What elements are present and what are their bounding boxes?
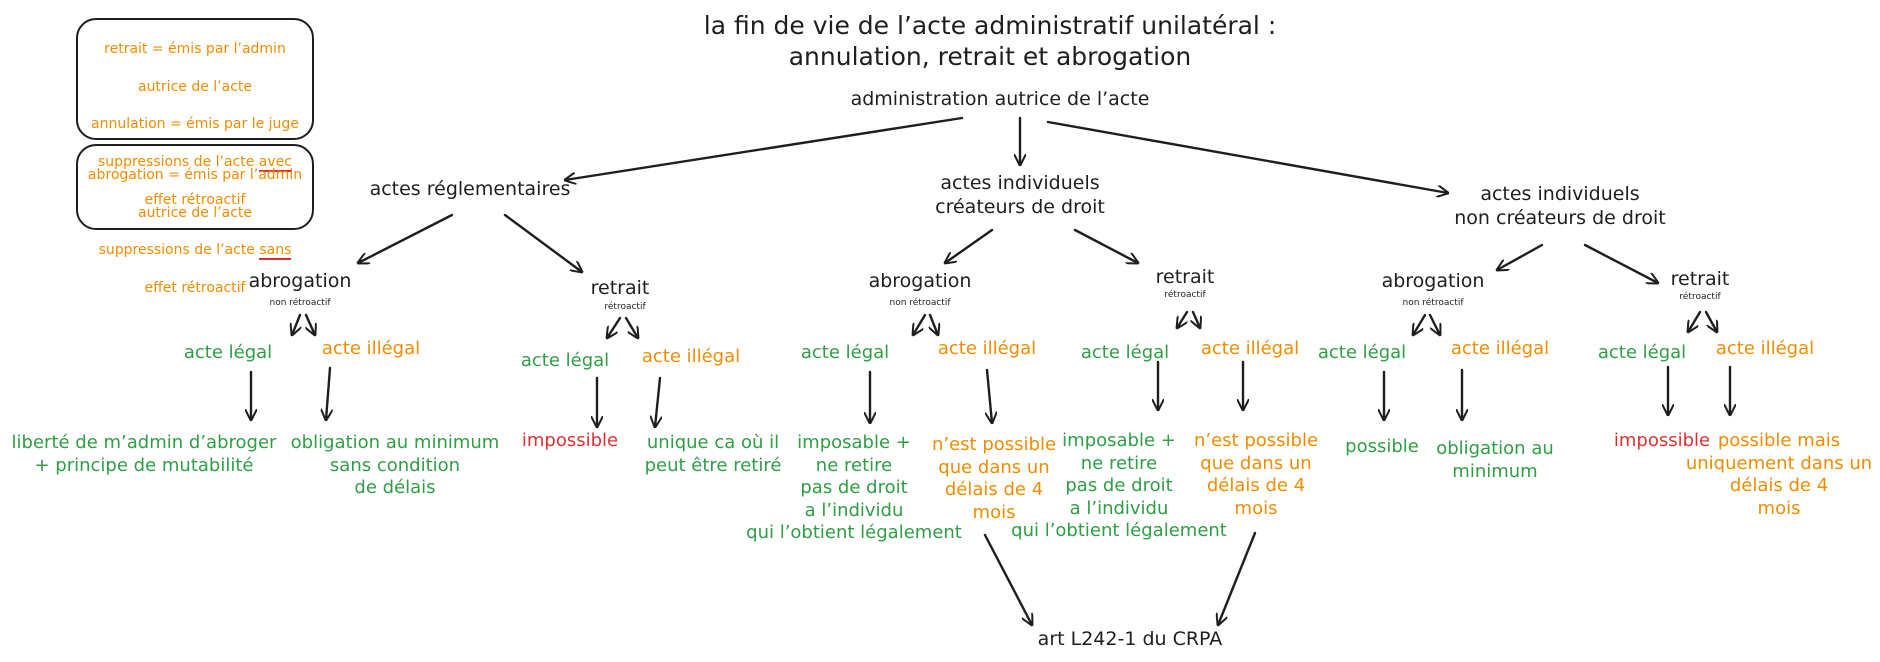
mode-reg-retrait-sub: rétroactif xyxy=(604,302,646,312)
arrow-reg-abro-illegal-outcome xyxy=(326,366,330,420)
mode-nc-abrogation-sub: non rétroactif xyxy=(1402,298,1464,308)
legend-box-abrogation xyxy=(76,144,314,230)
outcome-reg-ret-legal: impossible xyxy=(521,430,619,451)
root-node: administration autrice de l’acte xyxy=(850,88,1150,110)
outcome-nc-abro-legal: possible xyxy=(1345,436,1419,457)
legend1-line2: autrice de l’acte xyxy=(137,78,253,95)
arrow-nc-to-retrait xyxy=(1583,243,1658,283)
case-reg-abro-legal: acte légal xyxy=(183,342,273,363)
arrow-nc-ret-illegal xyxy=(1704,310,1717,332)
case-nc-ret-legal: acte légal xyxy=(1597,342,1687,363)
arrow-crea-to-abrogation xyxy=(945,228,994,263)
arrow-reg-ret-illegal xyxy=(624,316,638,338)
arrow-crea-ret-to-crpa xyxy=(1218,531,1257,625)
legend2-line3: suppressions de l’acte sans xyxy=(78,241,312,261)
legend-text-retrait-annulation: retrait = émis par l’admin autrice de l’… xyxy=(78,21,312,229)
arrow-crea-ret-legal xyxy=(1177,310,1189,328)
arrow-crea-to-retrait xyxy=(1073,228,1138,263)
arrow-crea-abro-illegal xyxy=(930,313,938,335)
arrow-crea-abro-illegal-outcome xyxy=(987,368,992,423)
case-reg-ret-legal: acte légal xyxy=(520,350,610,371)
legend1-line4-pre: suppressions de l’acte xyxy=(98,154,259,171)
category-createurs: actes individuels créateurs de droit xyxy=(935,172,1105,218)
diagram-title: la fin de vie de l’acte administratif un… xyxy=(703,11,1277,72)
mode-nc-abrogation: abrogation xyxy=(1381,270,1485,292)
legend2-line1: abrogation = émis par l’admin xyxy=(87,166,303,183)
arrow-reg-ret-legal xyxy=(607,316,622,338)
outcome-crea-abro-illegal: n’est possible que dans un délais de 4 m… xyxy=(931,434,1057,523)
case-nc-abro-illegal: acte illégal xyxy=(1450,338,1550,359)
legend2-line4: effet rétroactif xyxy=(144,280,246,297)
arrow-reg-abro-illegal xyxy=(304,313,315,335)
legend1-line1: retrait = émis par l’admin xyxy=(104,40,286,57)
mode-crea-retrait-sub: rétroactif xyxy=(1164,290,1206,300)
case-crea-abro-legal: acte légal xyxy=(800,342,890,363)
arrow-crea-ret-illegal xyxy=(1193,310,1200,328)
outcome-nc-abro-illegal: obligation au minimum xyxy=(1436,438,1554,482)
legend1-line3: annulation = émis par le juge xyxy=(91,116,299,133)
case-crea-ret-legal: acte légal xyxy=(1080,342,1170,363)
arrow-reg-to-retrait xyxy=(503,213,582,272)
legend1-line5: effet rétroactif xyxy=(144,192,246,209)
reference-crpa: art L242-1 du CRPA xyxy=(1037,628,1223,650)
arrow-nc-to-abrogation xyxy=(1497,243,1544,270)
legend-box-retrait-annulation xyxy=(76,18,314,140)
arrow-root-to-reglementaires xyxy=(565,116,964,180)
mode-crea-retrait: retrait xyxy=(1155,266,1215,288)
mode-crea-abrogation: abrogation xyxy=(868,270,972,292)
mode-nc-retrait: retrait xyxy=(1670,268,1730,290)
arrow-crea-abro-to-crpa xyxy=(983,533,1032,625)
legend2-line3-pre: suppressions de l’acte xyxy=(98,242,260,259)
outcome-reg-ret-illegal: unique ca où il peut être retiré xyxy=(644,432,782,476)
mode-nc-retrait-sub: rétroactif xyxy=(1679,292,1721,302)
arrow-reg-to-abrogation xyxy=(358,213,454,263)
legend-text-abrogation: abrogation = émis par l’admin autrice de… xyxy=(78,147,312,317)
case-reg-ret-illegal: acte illégal xyxy=(641,346,741,367)
case-nc-abro-legal: acte légal xyxy=(1317,342,1407,363)
outcome-nc-ret-illegal: possible mais uniquement dans un délais … xyxy=(1685,430,1873,519)
legend1-emphasis-avec: avec xyxy=(258,154,292,173)
mode-reg-abrogation: abrogation xyxy=(248,270,352,292)
mode-reg-retrait: retrait xyxy=(590,277,650,299)
mode-crea-abrogation-sub: non rétroactif xyxy=(889,298,951,308)
case-nc-ret-illegal: acte illégal xyxy=(1715,338,1815,359)
outcome-crea-ret-illegal: n’est possible que dans un délais de 4 m… xyxy=(1193,430,1319,519)
case-reg-abro-illegal: acte illégal xyxy=(321,338,421,359)
outcome-reg-abro-legal: liberté de m’admin d’abroger + principe … xyxy=(11,432,277,476)
outcome-reg-abro-illegal: obligation au minimum sans condition de … xyxy=(290,432,500,498)
legend2-line2: autrice de l’acte xyxy=(137,204,253,221)
arrow-crea-abro-legal xyxy=(913,313,927,335)
legend2-emphasis-sans: sans xyxy=(259,242,292,261)
legend1-line4: suppressions de l’acte avec xyxy=(78,153,312,173)
case-crea-ret-illegal: acte illégal xyxy=(1200,338,1300,359)
case-crea-abro-illegal: acte illégal xyxy=(937,338,1037,359)
arrow-nc-abro-illegal xyxy=(1428,313,1440,335)
arrow-reg-abro-legal xyxy=(292,313,300,335)
mode-reg-abrogation-sub: non rétroactif xyxy=(269,298,331,308)
arrow-root-to-non-createurs xyxy=(1046,120,1448,193)
category-non-createurs: actes individuels non créateurs de droit xyxy=(1454,183,1666,229)
outcome-crea-abro-legal: imposable + ne retire pas de droit a l’i… xyxy=(746,432,962,543)
outcome-nc-ret-legal: impossible xyxy=(1613,430,1711,451)
category-reglementaires: actes réglementaires xyxy=(369,178,571,200)
arrow-reg-ret-illegal-outcome xyxy=(655,376,660,427)
arrow-nc-abro-legal xyxy=(1413,313,1427,335)
outcome-crea-ret-legal: imposable + ne retire pas de droit a l’i… xyxy=(1011,430,1227,541)
arrow-nc-ret-legal xyxy=(1688,310,1702,332)
